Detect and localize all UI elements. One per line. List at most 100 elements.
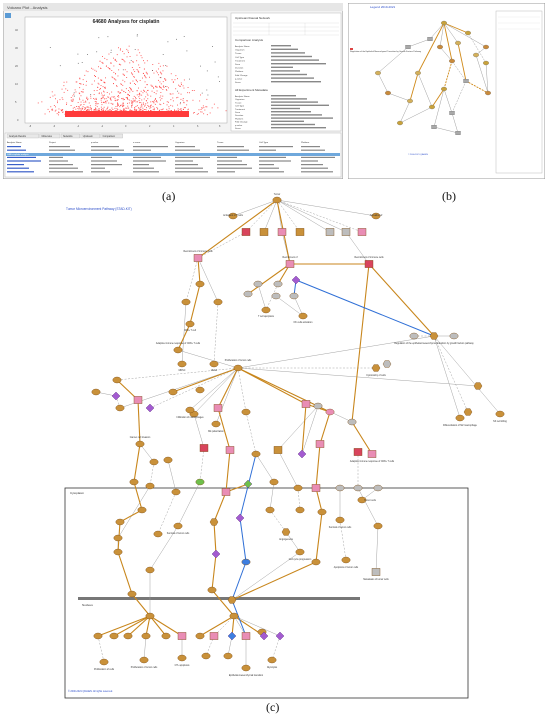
network-node[interactable]	[485, 90, 491, 96]
pathway-node[interactable]	[109, 632, 119, 640]
network-node[interactable]	[407, 98, 413, 104]
pathway-node[interactable]	[228, 212, 238, 220]
pathway-node[interactable]	[209, 632, 219, 640]
pathway-node[interactable]	[271, 292, 281, 300]
network-node[interactable]	[473, 52, 479, 58]
pathway-node[interactable]	[273, 446, 283, 454]
pathway-node[interactable]	[291, 275, 301, 285]
pathway-node[interactable]	[207, 586, 217, 594]
pathway-node[interactable]	[168, 388, 178, 396]
pathway-node[interactable]	[429, 332, 439, 340]
network-node[interactable]	[437, 44, 443, 50]
pathway-node[interactable]	[241, 408, 251, 416]
pathway-node[interactable]	[373, 522, 383, 530]
pathway-node[interactable]	[163, 456, 173, 464]
table-header-cell[interactable]: Tissue	[217, 142, 224, 144]
pathway-node[interactable]	[211, 549, 221, 559]
pathway-node[interactable]	[213, 298, 223, 306]
pathway-node[interactable]	[265, 506, 275, 514]
pathway-node[interactable]	[347, 418, 357, 426]
network-node[interactable]	[405, 45, 411, 49]
network-node[interactable]	[483, 60, 489, 66]
pathway-node[interactable]	[341, 556, 351, 564]
pathway-node[interactable]	[409, 332, 419, 340]
pathway-node[interactable]	[173, 346, 183, 354]
pathway-node[interactable]	[371, 364, 381, 372]
network-node[interactable]	[375, 70, 381, 76]
pathway-node[interactable]	[311, 558, 321, 566]
pathway-node[interactable]	[137, 506, 147, 514]
pathway-node[interactable]	[325, 408, 335, 416]
network-node[interactable]	[431, 125, 437, 129]
pathway-node[interactable]	[243, 479, 253, 489]
pathway-node[interactable]	[177, 654, 187, 662]
pathway-node[interactable]	[173, 522, 183, 530]
pathway-node[interactable]	[285, 260, 295, 268]
pathway-node[interactable]	[99, 658, 109, 666]
table-header-cell[interactable]: Project	[49, 141, 56, 144]
network-node[interactable]	[441, 20, 447, 26]
pathway-node[interactable]	[171, 488, 181, 496]
pathway-node[interactable]	[161, 632, 171, 640]
pathway-node[interactable]	[193, 254, 203, 262]
pathway-node[interactable]	[341, 228, 351, 236]
pathway-node[interactable]	[357, 496, 367, 504]
pathway-node[interactable]	[373, 484, 383, 492]
pathway-node[interactable]	[273, 280, 283, 288]
pathway-node[interactable]	[275, 631, 285, 641]
pathway-node[interactable]	[177, 632, 187, 640]
pathway-node[interactable]	[267, 656, 277, 664]
pathway-node[interactable]	[243, 290, 253, 298]
pathway-node[interactable]	[325, 228, 335, 236]
pathway-node[interactable]	[195, 632, 205, 640]
pathway-node[interactable]	[241, 228, 251, 236]
pathway-node[interactable]	[127, 590, 137, 598]
pathway-node[interactable]	[353, 448, 363, 456]
pathway-node[interactable]	[297, 449, 307, 459]
pathway-node[interactable]	[195, 478, 205, 486]
pathway-node[interactable]	[115, 518, 125, 526]
tab[interactable]	[6, 133, 39, 139]
pathway-node[interactable]	[211, 420, 221, 428]
pathway-node[interactable]	[129, 478, 139, 486]
pathway-node[interactable]	[315, 440, 325, 448]
pathway-node[interactable]	[311, 484, 321, 492]
network-node[interactable]	[463, 79, 469, 83]
pathway-node[interactable]	[115, 404, 125, 412]
pathway-node[interactable]	[112, 376, 122, 384]
pathway-node[interactable]	[213, 404, 223, 412]
pathway-node[interactable]	[313, 402, 323, 410]
pathway-node[interactable]	[364, 260, 374, 268]
network-node[interactable]	[465, 30, 471, 36]
network-node[interactable]	[449, 58, 455, 64]
pathway-node[interactable]	[195, 280, 205, 288]
pathway-node[interactable]	[367, 450, 377, 458]
pathway-node[interactable]	[225, 446, 235, 454]
pathway-node[interactable]	[201, 652, 211, 660]
pathway-node[interactable]	[495, 410, 505, 418]
pathway-node[interactable]	[277, 228, 287, 236]
pathway-node[interactable]	[371, 568, 381, 576]
table-header-cell[interactable]: z-score	[133, 141, 141, 144]
pathway-node[interactable]	[289, 292, 299, 300]
network-node[interactable]	[415, 70, 421, 76]
pathway-node[interactable]	[185, 406, 195, 414]
pathway-node[interactable]	[293, 484, 303, 492]
table-header-cell[interactable]: Organism	[175, 141, 185, 144]
network-node[interactable]	[429, 104, 435, 110]
toolbar-icon[interactable]	[5, 13, 11, 18]
table-row-selected[interactable]	[6, 153, 340, 156]
pathway-node[interactable]	[223, 652, 233, 660]
tab[interactable]	[60, 133, 80, 139]
pathway-node[interactable]	[91, 388, 101, 396]
network-node[interactable]	[483, 44, 489, 50]
pathway-node[interactable]	[449, 332, 459, 340]
pathway-node[interactable]	[455, 414, 465, 422]
pathway-node[interactable]	[241, 558, 251, 566]
pathway-node[interactable]	[181, 298, 191, 306]
pathway-node[interactable]	[227, 631, 237, 641]
pathway-node[interactable]	[209, 360, 219, 368]
pathway-node[interactable]	[301, 400, 311, 408]
pathway-node[interactable]	[209, 518, 219, 526]
network-node[interactable]	[385, 90, 391, 96]
